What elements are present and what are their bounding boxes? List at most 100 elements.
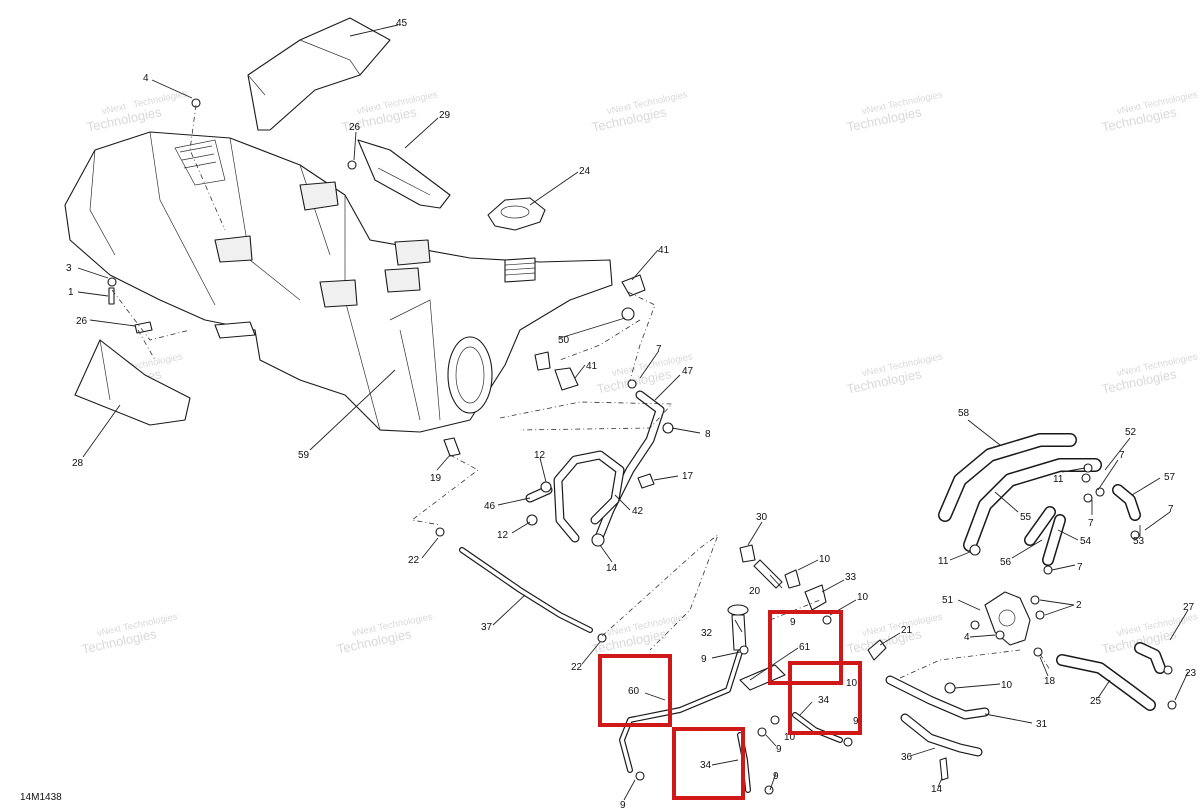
callout-23: 23 xyxy=(1185,668,1197,679)
callout-47: 47 xyxy=(682,366,694,377)
callout-11: 11 xyxy=(1053,474,1064,485)
shield-29 xyxy=(357,139,451,209)
callout-10: 10 xyxy=(1001,680,1013,691)
side-shield-28 xyxy=(74,339,191,426)
callout-31: 31 xyxy=(1036,719,1048,730)
assembly-lines xyxy=(111,104,1051,679)
hose-25-27 xyxy=(1056,642,1166,711)
callout-3: 3 xyxy=(66,263,72,274)
callout-9: 9 xyxy=(620,800,626,811)
fuel-tank xyxy=(64,131,613,433)
callout-25: 25 xyxy=(1090,696,1102,707)
callout-55: 55 xyxy=(1020,512,1032,523)
callout-8: 8 xyxy=(705,429,711,440)
callout-9: 9 xyxy=(790,617,796,628)
callout-2: 2 xyxy=(1076,600,1082,611)
highlight-box-60[interactable] xyxy=(598,654,672,727)
callout-17: 17 xyxy=(682,471,694,482)
callout-4: 4 xyxy=(964,632,970,643)
callout-42: 42 xyxy=(632,506,644,517)
callout-labels: 45 4 26 29 24 3 1 26 28 41 50 41 59 19 7… xyxy=(66,18,1197,811)
callout-9: 9 xyxy=(701,654,707,665)
highlight-box-34-upper[interactable] xyxy=(788,661,862,735)
callout-53: 53 xyxy=(1133,536,1145,547)
hose-54-56 xyxy=(1024,506,1066,566)
callout-7: 7 xyxy=(1168,504,1174,515)
callout-50: 50 xyxy=(558,335,570,346)
heat-shield-45 xyxy=(247,17,391,131)
callout-18: 18 xyxy=(1044,676,1056,687)
callout-4: 4 xyxy=(143,73,149,84)
callout-11: 11 xyxy=(938,556,949,567)
clamps-middle xyxy=(435,379,674,643)
hose-36 xyxy=(900,713,983,757)
callout-24: 24 xyxy=(579,166,591,177)
callout-36: 36 xyxy=(901,752,913,763)
callout-1: 1 xyxy=(68,287,74,298)
clamps-right xyxy=(969,463,1177,710)
pump-51 xyxy=(970,591,1045,657)
callout-12: 12 xyxy=(497,530,509,541)
callout-27: 27 xyxy=(1183,602,1195,613)
callout-22: 22 xyxy=(408,555,420,566)
hose-47 xyxy=(595,390,665,540)
callout-37: 37 xyxy=(481,622,493,633)
svg-text:vNext: vNext xyxy=(101,101,127,117)
callout-7: 7 xyxy=(656,344,662,355)
highlight-box-61[interactable] xyxy=(768,610,843,685)
callout-34: 34 xyxy=(700,760,712,771)
callout-7: 7 xyxy=(1119,450,1125,461)
callout-10: 10 xyxy=(819,554,831,565)
callout-28: 28 xyxy=(72,458,84,469)
hose-57-53 xyxy=(1112,484,1141,521)
highlight-boxes xyxy=(598,610,862,800)
callout-61: 61 xyxy=(799,642,811,653)
callout-33: 33 xyxy=(845,572,857,583)
callout-14: 14 xyxy=(606,563,618,574)
callout-60: 60 xyxy=(628,686,640,697)
callout-22: 22 xyxy=(571,662,583,673)
hose-42 xyxy=(553,450,625,543)
callout-26: 26 xyxy=(76,316,88,327)
callout-56: 56 xyxy=(1000,557,1012,568)
fasteners-top xyxy=(107,98,461,457)
fuel-pump-assembly xyxy=(727,544,887,691)
callout-46: 46 xyxy=(484,501,496,512)
callout-9: 9 xyxy=(853,716,859,727)
clamps-bottom xyxy=(635,615,956,795)
callout-51: 51 xyxy=(942,595,954,606)
callout-21: 21 xyxy=(901,625,913,636)
callout-9: 9 xyxy=(776,744,782,755)
callout-14: 14 xyxy=(931,784,943,795)
callout-29: 29 xyxy=(439,110,451,121)
callout-26: 26 xyxy=(349,122,361,133)
callout-58: 58 xyxy=(958,408,970,419)
highlight-box-34-lower[interactable] xyxy=(672,727,745,800)
hose-58-55 xyxy=(938,433,1102,552)
callout-7: 7 xyxy=(1088,518,1094,529)
callout-52: 52 xyxy=(1125,427,1137,438)
vent-valve-41 xyxy=(554,274,646,391)
callout-12: 12 xyxy=(534,450,546,461)
callout-20: 20 xyxy=(749,586,761,597)
fuel-cap-24 xyxy=(487,197,546,231)
callout-7: 7 xyxy=(1077,562,1083,573)
leader-lines xyxy=(77,24,1189,801)
callout-57: 57 xyxy=(1164,472,1176,483)
callout-34: 34 xyxy=(818,695,830,706)
callout-10: 10 xyxy=(784,732,796,743)
callout-10: 10 xyxy=(846,678,858,689)
callout-41: 41 xyxy=(586,361,598,372)
callout-59: 59 xyxy=(298,450,310,461)
hose-31 xyxy=(885,675,990,720)
callout-19: 19 xyxy=(430,473,442,484)
